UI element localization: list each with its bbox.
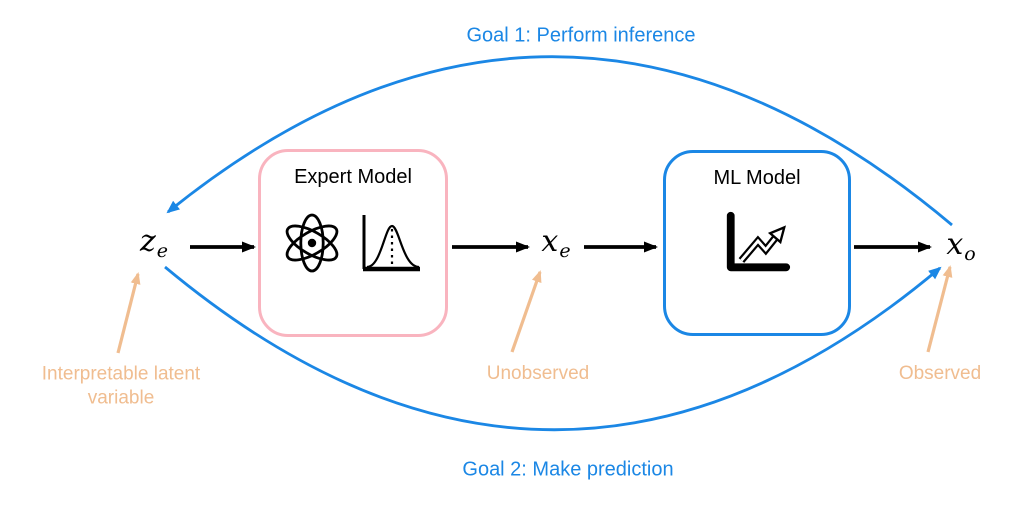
- expert-model-title: Expert Model: [294, 166, 412, 188]
- latent-variable-ze: ze: [140, 224, 168, 262]
- ze-base: z: [139, 223, 156, 259]
- xo-base: x: [946, 226, 964, 262]
- ml-model-icons: [721, 208, 793, 276]
- expert-model-icons: [284, 211, 422, 275]
- observed-variable-xo: xo: [946, 227, 975, 265]
- arrow-annotation-to-ze: [116, 272, 141, 354]
- trend-chart-icon: [726, 211, 791, 272]
- goal1-label: Goal 1: Perform inference: [466, 24, 696, 47]
- goal2-prediction-curve-arrow: [164, 265, 942, 431]
- arrow-annotation-to-xo: [926, 265, 953, 353]
- expert-model-box: Expert Model: [258, 149, 448, 337]
- ze-subscript: e: [156, 240, 169, 263]
- arrow-annotation-to-xe: [510, 270, 542, 353]
- latent-annotation-line2: variable: [87, 387, 155, 408]
- goal2-label: Goal 2: Make prediction: [462, 458, 674, 481]
- latent-annotation-line1: Interpretable latent: [41, 363, 201, 385]
- observed-annotation: Observed: [898, 363, 982, 385]
- ml-model-title: ML Model: [713, 167, 801, 189]
- latent-annotation: Interpretable latent variable: [42, 362, 200, 410]
- ml-model-box: ML Model: [663, 150, 851, 336]
- atom-icon: [285, 213, 339, 273]
- intermediate-variable-xe: xe: [541, 224, 570, 262]
- xe-subscript: e: [559, 240, 571, 263]
- xo-subscript: o: [964, 243, 976, 266]
- goal1-inference-curve-arrow: [166, 55, 953, 227]
- unobserved-annotation: Unobserved: [486, 363, 590, 385]
- distribution-icon: [362, 215, 420, 272]
- xe-base: x: [541, 223, 559, 259]
